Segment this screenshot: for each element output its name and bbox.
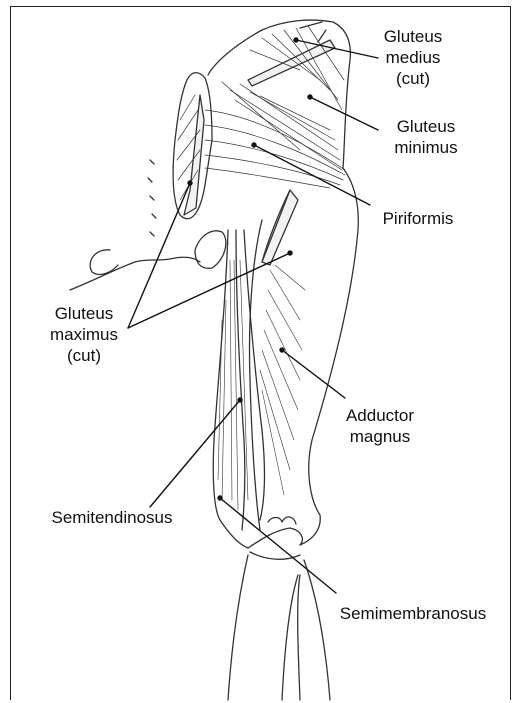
leader-piriformis — [254, 145, 370, 205]
label-semitendinosus: Semitendinosus — [22, 507, 202, 528]
ischial-tuberosity-outline — [70, 160, 226, 290]
gluteus-maximus-muscle — [173, 73, 212, 219]
gluteus-medius-muscle — [208, 20, 350, 168]
leader-gluteus-maximus-2 — [128, 253, 290, 328]
label-gluteus-maximus: Gluteus maximus (cut) — [38, 303, 130, 366]
piriformis-muscle — [205, 110, 345, 188]
label-gluteus-medius: Gluteus medius (cut) — [375, 26, 451, 89]
adductor-magnus-muscle — [260, 190, 305, 495]
label-piriformis: Piriformis — [372, 208, 464, 229]
leader-gluteus-maximus-1 — [128, 183, 190, 328]
label-gluteus-minimus: Gluteus minimus — [380, 116, 472, 158]
label-semimembranosus: Semimembranosus — [318, 603, 508, 624]
label-adductor-magnus: Adductor magnus — [330, 405, 430, 447]
leader-semitendinosus — [150, 400, 240, 507]
